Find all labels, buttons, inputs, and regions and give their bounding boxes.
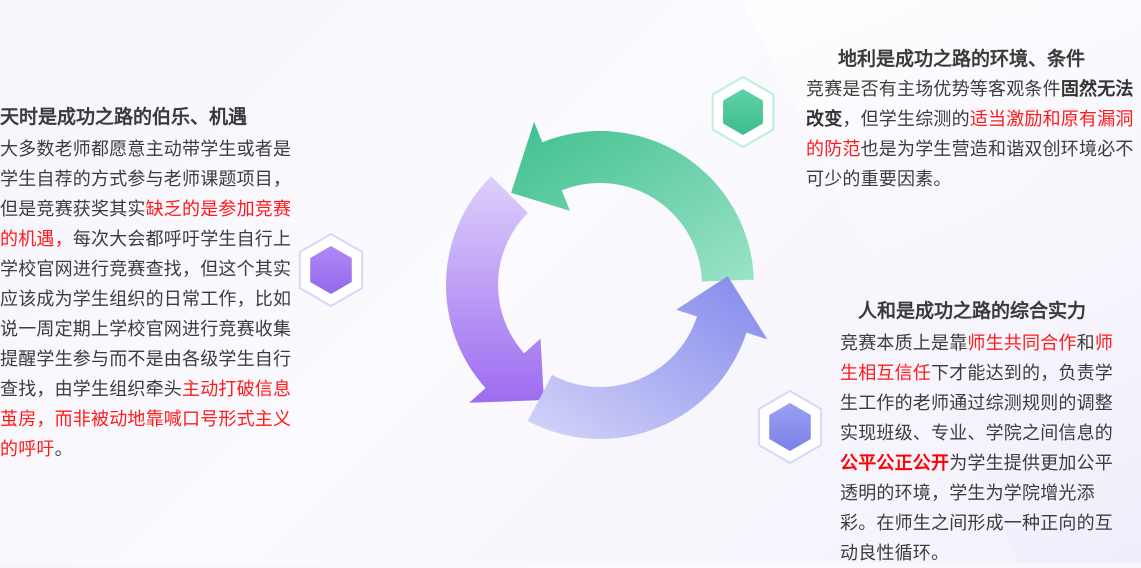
highlight-text: 适当激励和原有漏洞的防范 — [806, 109, 1134, 159]
body-text: 下才能达到的，负责学生工作的老师通过综测规则的调整实现班级、专业、学院之间信息的 — [840, 363, 1113, 443]
body-text: 和 — [1076, 333, 1095, 353]
body-text: 大多数老师都愿意主动带学生或者是学生自荐的方式参与老师课题项目，但是竞赛获奖其实 — [0, 139, 292, 219]
dili-title: 地利是成功之路的环境、条件 — [838, 49, 1086, 70]
body-text: 每次大会都呼吁学生自行上学校官网进行竞赛查找，但这个其实应该成为学生组织的日常工… — [0, 229, 292, 399]
highlight-text: 主动打破信息茧房，而非被动地靠喊口号形式主义的呼吁 — [0, 379, 292, 459]
green-cycle-arrow — [511, 121, 754, 282]
body-text: 竞赛是否有主场优势等客观条件 — [806, 79, 1061, 99]
highlight-text: 师生相互信任 — [840, 333, 1114, 383]
body-text: 竞赛本质上是靠 — [840, 333, 968, 353]
highlight-text: 固然无法改变 — [806, 79, 1134, 129]
renhe-title: 人和是成功之路的综合实力 — [858, 301, 1087, 322]
blue-cycle-arrow — [527, 276, 768, 439]
purple-hexagon-icon — [298, 233, 364, 307]
highlight-text: 公平公正公开 — [840, 453, 950, 473]
dili-body: 竞赛是否有主场优势等客观条件固然无法改变，但学生综测的适当激励和原有漏洞的防范也… — [806, 74, 1138, 194]
dili-panel: 地利是成功之路的环境、条件 竞赛是否有主场优势等客观条件固然无法改变，但学生综测… — [806, 48, 1138, 194]
green-hexagon-icon — [711, 76, 775, 148]
blue-hexagon-icon — [757, 390, 823, 464]
body-text: 。 — [54, 439, 73, 459]
renhe-body: 竞赛本质上是靠师生共同合作和师生相互信任下才能达到的，负责学生工作的老师通过综测… — [840, 328, 1116, 568]
purple-cycle-arrow — [445, 176, 544, 403]
tianshi-body: 大多数老师都愿意主动带学生或者是学生自荐的方式参与老师课题项目，但是竞赛获奖其实… — [0, 134, 296, 464]
tianshi-title: 天时是成功之路的伯乐、机遇 — [0, 107, 248, 128]
highlight-text: 师生共同合作 — [967, 333, 1077, 353]
body-text: ，但学生综测的 — [842, 109, 970, 129]
body-text: 也是为学生营造和谐双创环境必不可少的重要因素。 — [806, 139, 1134, 189]
renhe-panel: 人和是成功之路的综合实力 竞赛本质上是靠师生共同合作和师生相互信任下才能达到的，… — [840, 300, 1116, 568]
body-text: 为学生提供更加公平透明的环境，学生为学院增光添彩。在师生之间形成一种正向的互动良… — [840, 453, 1114, 563]
tianshi-panel: 天时是成功之路的伯乐、机遇 大多数老师都愿意主动带学生或者是学生自荐的方式参与老… — [0, 106, 296, 464]
highlight-text: 缺乏的是参加竞赛的机遇， — [0, 199, 292, 249]
